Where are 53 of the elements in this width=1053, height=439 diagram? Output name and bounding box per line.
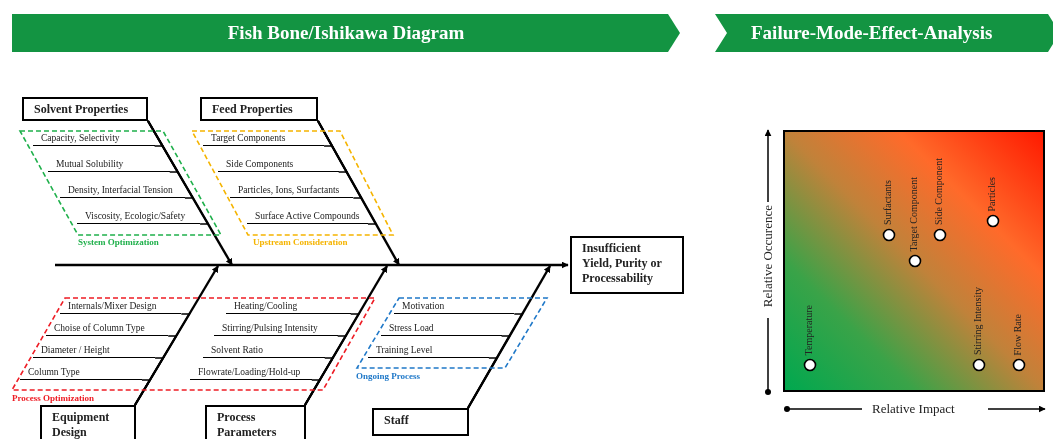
cause-label: Mutual Solubility <box>48 159 170 172</box>
branch-line <box>317 120 378 225</box>
heading-banner: Fish Bone/Ishikawa Diagram <box>12 14 680 52</box>
point-label: Temperature <box>804 304 814 355</box>
dashed-region <box>355 298 549 382</box>
cause-label: Solvent Ratio <box>203 345 325 358</box>
axis-title: Relative Impact <box>872 401 955 417</box>
cause-label: Diameter / Height <box>33 345 156 358</box>
category-box: Solvent Properties <box>22 97 148 121</box>
axis-title: Relative Occurence <box>761 205 774 308</box>
cause-label: Density, Interfacial Tension <box>60 185 185 198</box>
branch-line <box>134 379 152 406</box>
arrow <box>303 265 389 406</box>
point-label: Flow Rate <box>1013 313 1023 355</box>
cause-label: Viscosity, Ecologic/Safety <box>77 211 201 224</box>
cause-label: Motivation <box>394 301 515 314</box>
dashed-region <box>190 131 395 249</box>
cause-label: Flowrate/Loading/Hold-up <box>190 367 312 380</box>
cause-label: Capacity, Selectivity <box>33 133 155 146</box>
region-caption: Ongoing Process <box>356 371 421 381</box>
cause-label: Choise of Column Type <box>46 323 169 336</box>
cause-label: Target Components <box>203 133 325 146</box>
point-label: Particles <box>987 176 997 211</box>
cause-label: Column Type <box>20 367 142 380</box>
category-box: Staff <box>372 408 469 436</box>
arrow <box>146 120 234 266</box>
cause-label: Stress Load <box>381 323 502 336</box>
branch-line <box>147 120 210 225</box>
cause-label: Internals/Mixer Design <box>60 301 182 314</box>
arrow <box>55 261 569 269</box>
region-caption: Process Optimization <box>12 393 95 403</box>
category-box: Equipment Design <box>40 405 136 439</box>
cause-label: Side Components <box>218 159 339 172</box>
cause-label: Surface Active Compounds <box>247 211 368 224</box>
cause-label: Heating/Cooling <box>226 301 351 314</box>
cause-label: Particles, Ions, Surfactants <box>230 185 354 198</box>
region-caption: System Optimization <box>78 237 159 247</box>
category-box: Process Parameters <box>205 405 306 439</box>
cause-label: Training Level <box>368 345 489 358</box>
point-label: Stirring Intensity <box>973 286 983 355</box>
arrow <box>466 265 552 409</box>
point-label: Side Component <box>934 158 944 225</box>
category-box: Feed Properties <box>200 97 318 121</box>
region-caption: Upstream Consideration <box>253 237 348 247</box>
cause-label: Stirring/Pulsing Intensity <box>214 323 338 336</box>
arrow <box>133 265 220 406</box>
category-box: Insufficient Yield, Purity or Processability <box>570 236 684 294</box>
heading-banner: Failure-Mode-Effect-Analysis <box>715 14 1053 52</box>
point-label: Surfactants <box>883 180 893 225</box>
point-label: Target Component <box>909 176 919 251</box>
arrow <box>316 120 401 266</box>
branch-line <box>467 357 499 409</box>
branch-line <box>304 379 322 406</box>
